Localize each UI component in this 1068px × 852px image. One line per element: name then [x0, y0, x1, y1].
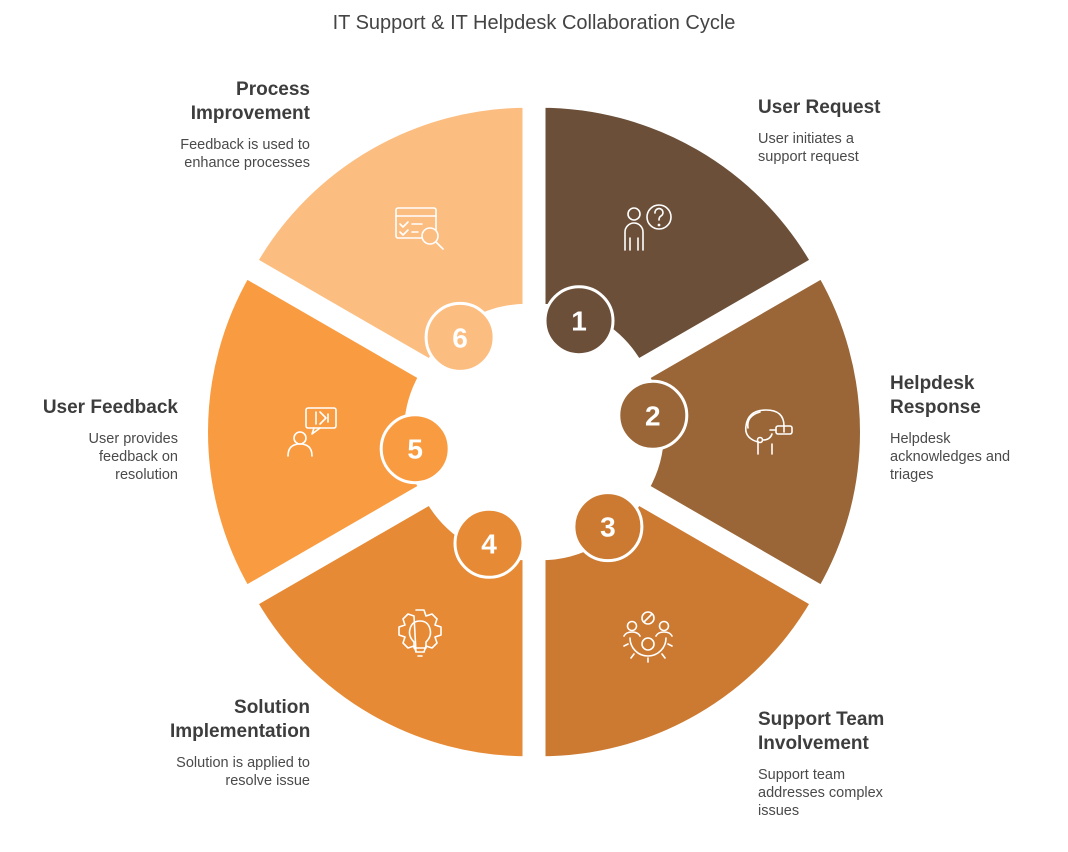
step-3-badge: 3	[572, 491, 644, 563]
step-6-label: Process Improvement Feedback is used to …	[150, 78, 310, 172]
team-gear-icon	[623, 611, 673, 663]
step-5-label: User Feedback User provides feedback on …	[30, 396, 178, 484]
step-6-title: Process Improvement	[190, 79, 310, 124]
step-1-label: User Request User initiates a support re…	[758, 96, 978, 166]
step-3-label: Support Team Involvement Support team ad…	[758, 708, 908, 820]
step-5-description: User provides feedback on resolution	[88, 431, 178, 483]
step-3-description: Support team addresses complex issues	[758, 767, 883, 819]
step-5-badge: 5	[379, 413, 451, 485]
step-4-number: 4	[481, 528, 497, 559]
step-1-title: User Request	[758, 97, 881, 118]
checklist-search-icon	[395, 207, 444, 250]
step-2-label: Helpdesk Response Helpdesk acknowledges …	[890, 372, 1020, 484]
step-1-description: User initiates a support request	[758, 131, 859, 165]
step-4-title: Solution Implementation	[170, 697, 311, 742]
gear-bulb-icon	[398, 609, 442, 657]
step-6-badge: 6	[424, 301, 496, 373]
step-4-description: Solution is applied to resolve issue	[176, 755, 310, 789]
step-4-badge: 4	[453, 507, 525, 579]
step-1-badge: 1	[543, 285, 615, 357]
user-question-icon	[624, 204, 672, 251]
headset-agent-icon	[744, 409, 793, 455]
step-4-label: Solution Implementation Solution is appl…	[150, 696, 310, 790]
step-2-description: Helpdesk acknowledges and triages	[890, 431, 1011, 483]
step-5-number: 5	[407, 434, 423, 465]
step-6-number: 6	[452, 322, 468, 353]
diagram-title: IT Support & IT Helpdesk Collaboration C…	[332, 12, 736, 34]
step-6-description: Feedback is used to enhance processes	[180, 137, 310, 171]
step-2-badge: 2	[617, 379, 689, 451]
user-feedback-icon	[287, 407, 337, 457]
step-5-title: User Feedback	[42, 397, 178, 418]
step-1-number: 1	[571, 306, 587, 337]
step-2-title: Helpdesk Response	[890, 373, 981, 418]
step-3-number: 3	[600, 512, 616, 543]
step-2-number: 2	[645, 400, 661, 431]
step-3-title: Support Team Involvement	[758, 709, 885, 754]
